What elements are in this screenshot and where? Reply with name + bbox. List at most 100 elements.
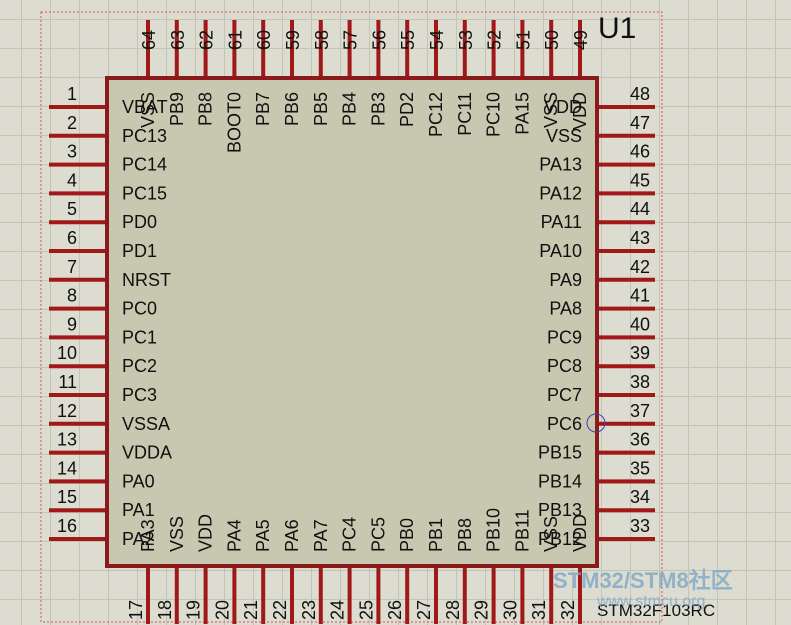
pin-number: 58 (312, 30, 332, 50)
pin-name: PC0 (122, 299, 157, 319)
pin-number: 8 (67, 286, 77, 306)
pin-name: VSS (167, 516, 187, 552)
pin-name: VDD (570, 514, 590, 552)
pin-name: PA2 (122, 529, 155, 549)
pin-name: VDD (544, 97, 582, 117)
pin-name: PB15 (538, 443, 582, 463)
pin-number: 22 (270, 600, 290, 620)
pin-labels-layer: 1VBAT2PC133PC144PC155PD06PD17NRST8PC09PC… (57, 30, 650, 620)
pin-number: 13 (57, 430, 77, 450)
pin-number: 43 (630, 228, 650, 248)
pin-name: PA11 (541, 212, 582, 232)
pin-name: PB12 (538, 529, 582, 549)
pin-number: 61 (225, 30, 245, 50)
pin-number: 20 (212, 600, 232, 620)
pin-number: 48 (630, 84, 650, 104)
pin-number: 57 (341, 30, 361, 50)
pin-name: PB7 (253, 92, 273, 126)
pin-number: 11 (58, 372, 77, 392)
pin-name: PA15 (512, 92, 532, 135)
pin-number: 12 (57, 401, 77, 421)
pin-name: PD0 (122, 212, 157, 232)
pin-name: PD2 (397, 92, 417, 127)
pin-name: PA12 (539, 183, 582, 203)
pin-number: 42 (630, 257, 650, 277)
pin-name: VSSA (122, 414, 170, 434)
pin-name: PC3 (122, 385, 157, 405)
pin-number: 45 (630, 170, 650, 190)
pin-number: 39 (630, 343, 650, 363)
pin-number: 34 (630, 487, 650, 507)
pin-number: 2 (67, 113, 77, 133)
pin-number: 38 (630, 372, 650, 392)
pin-number: 52 (485, 30, 505, 50)
pin-name: PB13 (538, 500, 582, 520)
pin-name: PA5 (253, 519, 273, 552)
pin-name: PC1 (122, 327, 157, 347)
pin-name: PB8 (455, 518, 475, 552)
pin-number: 54 (427, 30, 447, 50)
pin-number: 50 (542, 30, 562, 50)
chip-body[interactable] (105, 76, 599, 568)
pin-name: PA7 (311, 519, 331, 552)
pin-name: PC9 (547, 327, 582, 347)
pin-name: PC14 (122, 155, 167, 175)
pin-number: 28 (443, 600, 463, 620)
pin-number: 35 (630, 458, 650, 478)
pins-layer (49, 20, 655, 624)
pin-name: PC13 (122, 126, 167, 146)
pin-name: PC6 (547, 414, 582, 434)
pin-number: 10 (57, 343, 77, 363)
pin-name: VBAT (122, 97, 168, 117)
pin-number: 60 (254, 30, 274, 50)
pin-number: 62 (197, 30, 217, 50)
pin-name: VSS (546, 126, 582, 146)
watermark-brand: STM32/STM8社区 (553, 568, 733, 593)
pin-number: 64 (139, 30, 159, 50)
pin-name: PB3 (368, 92, 388, 126)
pin-name: PA4 (224, 519, 244, 552)
pin-name: PC10 (484, 92, 504, 137)
pin-name: PA8 (549, 299, 582, 319)
pin-number: 29 (472, 600, 492, 620)
pin-name: PC11 (455, 92, 475, 136)
pin-name: PB8 (196, 92, 216, 126)
pin-name: VDDA (122, 443, 172, 463)
pin-number: 7 (67, 257, 77, 277)
pin-number: 14 (57, 458, 77, 478)
pin-number: 9 (67, 314, 77, 334)
pin-name: PB9 (167, 92, 187, 126)
pin-number: 27 (414, 600, 434, 620)
pin-name: PA9 (549, 270, 582, 290)
pin-number: 25 (356, 600, 376, 620)
watermark-url: www.stmcu.org (596, 593, 705, 610)
pin-number: 24 (328, 600, 348, 620)
pin-name: PB11 (512, 509, 532, 552)
part-name-label[interactable]: STM32F103RC (597, 601, 715, 620)
pin-number: 36 (630, 430, 650, 450)
pin-name: PB1 (426, 518, 446, 552)
pin-number: 15 (57, 487, 77, 507)
pin-number: 19 (184, 600, 204, 620)
pin-number: 5 (67, 199, 77, 219)
pin-number: 23 (299, 600, 319, 620)
pin-number: 47 (630, 113, 650, 133)
component-designator[interactable]: U1 (598, 12, 636, 45)
pin-number: 31 (529, 600, 549, 620)
pin-name: BOOT0 (224, 92, 244, 153)
pin-number: 32 (558, 600, 578, 620)
pin-name: VDD (570, 92, 590, 130)
probe-marker (586, 413, 606, 433)
pin-number: 26 (385, 600, 405, 620)
pin-name: PA1 (122, 500, 155, 520)
pin-number: 63 (168, 30, 188, 50)
pin-number: 37 (630, 401, 650, 421)
pin-number: 3 (67, 142, 77, 162)
pin-number: 49 (571, 30, 591, 50)
pin-number: 16 (57, 516, 77, 536)
pin-number: 41 (630, 286, 650, 306)
pin-number: 44 (630, 199, 650, 219)
pin-number: 18 (155, 600, 175, 620)
pin-number: 59 (283, 30, 303, 50)
